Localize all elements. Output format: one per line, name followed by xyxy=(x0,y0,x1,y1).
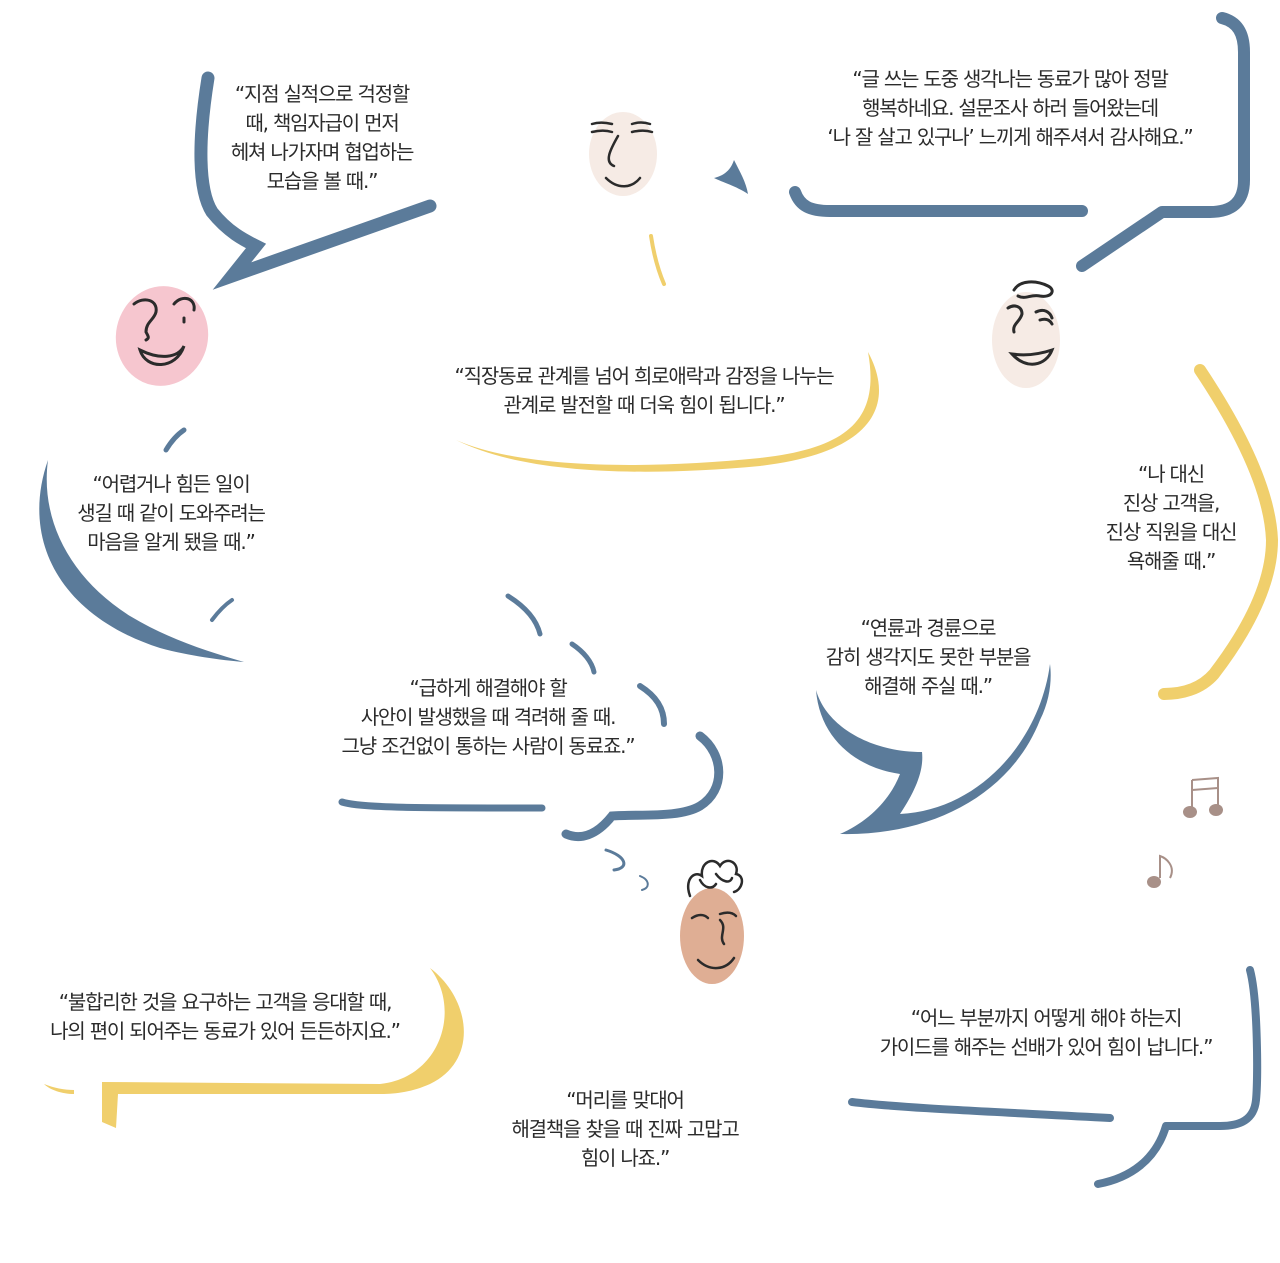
sleepy-face-icon xyxy=(589,112,657,196)
quote-line: 사안이 발생했을 때 격려해 줄 때. xyxy=(360,705,617,729)
speech-bubble-5 xyxy=(1158,364,1278,700)
quote-line: 마음을 알게 됐을 때.” xyxy=(87,530,256,554)
speech-bubble-4 xyxy=(39,427,244,662)
quote-line: 해결책을 찾을 때 진짜 고맙고 xyxy=(511,1117,739,1141)
quote-line: “불합리한 것을 요구하는 고객을 응대할 때, xyxy=(58,990,393,1014)
quote-line: 감히 생각지도 못한 부분을 xyxy=(825,645,1032,669)
quote-line: 진상 직원을 대신 xyxy=(1105,520,1238,544)
speech-bubble-6 xyxy=(816,664,1051,835)
quote-line: “연륜과 경륜으로 xyxy=(860,616,997,640)
quote-7: “급하게 해결해야 할 사안이 발생했을 때 격려해 줄 때. 그냥 조건없이 … xyxy=(330,674,646,761)
quote-10: “머리를 맞대어 해결책을 찾을 때 진짜 고맙고 힘이 나죠.” xyxy=(502,1086,748,1173)
quote-line: “어렵거나 힘든 일이 xyxy=(92,472,250,496)
quote-line: 해결해 주실 때.” xyxy=(864,674,993,698)
music-note-icon xyxy=(1147,776,1223,888)
speech-bubble-2 xyxy=(789,12,1250,272)
heart-arrow-icon xyxy=(714,160,748,194)
quote-line: 욕해줄 때.” xyxy=(1126,549,1216,573)
quote-4: “어렵거나 힘든 일이 생길 때 같이 도와주려는 마음을 알게 됐을 때.” xyxy=(66,470,276,557)
quote-5: “나 대신 진상 고객을, 진상 직원을 대신 욕해줄 때.” xyxy=(1096,460,1246,576)
quote-line: 가이드를 해주는 선배가 있어 힘이 납니다.” xyxy=(879,1035,1214,1059)
speech-bubble-8 xyxy=(44,968,464,1128)
quote-8: “불합리한 것을 요구하는 고객을 응대할 때, 나의 편이 되어주는 동료가 … xyxy=(40,988,410,1046)
wavy-hair-face-icon xyxy=(992,280,1060,388)
quote-line: “글 쓰는 도중 생각나는 동료가 많아 정말 xyxy=(852,67,1169,91)
yellow-tick-1 xyxy=(649,234,666,286)
quote-1: “지점 실적으로 걱정할 때, 책임자급이 먼저 헤쳐 나가자며 협업하는 모습… xyxy=(222,80,422,196)
speech-bubble-1 xyxy=(194,71,437,290)
quote-line: “나 대신 xyxy=(1138,462,1205,486)
smiling-face-icon xyxy=(115,286,209,386)
quote-line: 그냥 조건없이 통하는 사람이 동료죠.” xyxy=(341,734,636,758)
quote-line: “지점 실적으로 걱정할 xyxy=(234,82,410,106)
quote-line: 나의 편이 되어주는 동료가 있어 든든하지요.” xyxy=(50,1019,401,1043)
quote-line: 생길 때 같이 도와주려는 xyxy=(77,501,266,525)
quote-2: “글 쓰는 도중 생각나는 동료가 많아 정말 행복하네요. 설문조사 하러 들… xyxy=(810,65,1210,152)
quote-line: 행복하네요. 설문조사 하러 들어왔는데 xyxy=(862,96,1159,120)
quote-9: “어느 부분까지 어떻게 해야 하는지 가이드를 해주는 선배가 있어 힘이 납… xyxy=(868,1004,1224,1062)
quote-line: 관계로 발전할 때 더욱 힘이 됩니다.” xyxy=(503,393,786,417)
quote-line: “급하게 해결해야 할 xyxy=(409,676,567,700)
quote-line: “어느 부분까지 어떻게 해야 하는지 xyxy=(910,1006,1183,1030)
quote-6: “연륜과 경륜으로 감히 생각지도 못한 부분을 해결해 주실 때.” xyxy=(816,614,1040,701)
quote-line: 헤쳐 나가자며 협업하는 xyxy=(230,140,415,164)
curly-hair-face-icon xyxy=(680,859,744,984)
quote-3: “직장동료 관계를 넘어 희로애락과 감정을 나누는 관계로 발전할 때 더욱 … xyxy=(440,362,848,420)
quote-line: 모습을 볼 때.” xyxy=(266,169,379,193)
quote-line: 진상 고객을, xyxy=(1122,491,1221,515)
quote-line: 때, 책임자급이 먼저 xyxy=(245,111,399,135)
speech-bubble-7 xyxy=(338,593,724,891)
quote-line: 힘이 나죠.” xyxy=(580,1146,670,1170)
quote-line: “직장동료 관계를 넘어 희로애락과 감정을 나누는 xyxy=(454,364,835,388)
quote-line: ‘나 잘 살고 있구나’ 느끼게 해주셔서 감사해요.” xyxy=(827,125,1193,149)
quote-line: “머리를 맞대어 xyxy=(566,1088,685,1112)
speech-bubble-9 xyxy=(848,966,1262,1188)
